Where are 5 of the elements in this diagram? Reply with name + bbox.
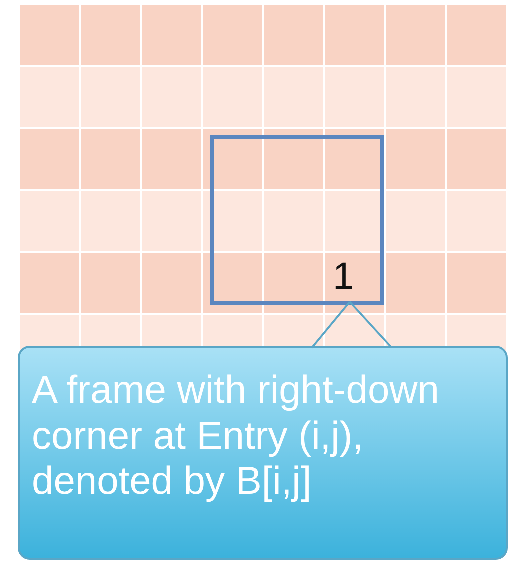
cell-value: 1 [333,258,354,296]
callout-pointer [311,301,393,349]
callout-text: A frame with right-down corner at Entry (i,j), denoted by B[i,j] [32,368,441,505]
frame [210,135,384,305]
callout-box [18,346,508,560]
